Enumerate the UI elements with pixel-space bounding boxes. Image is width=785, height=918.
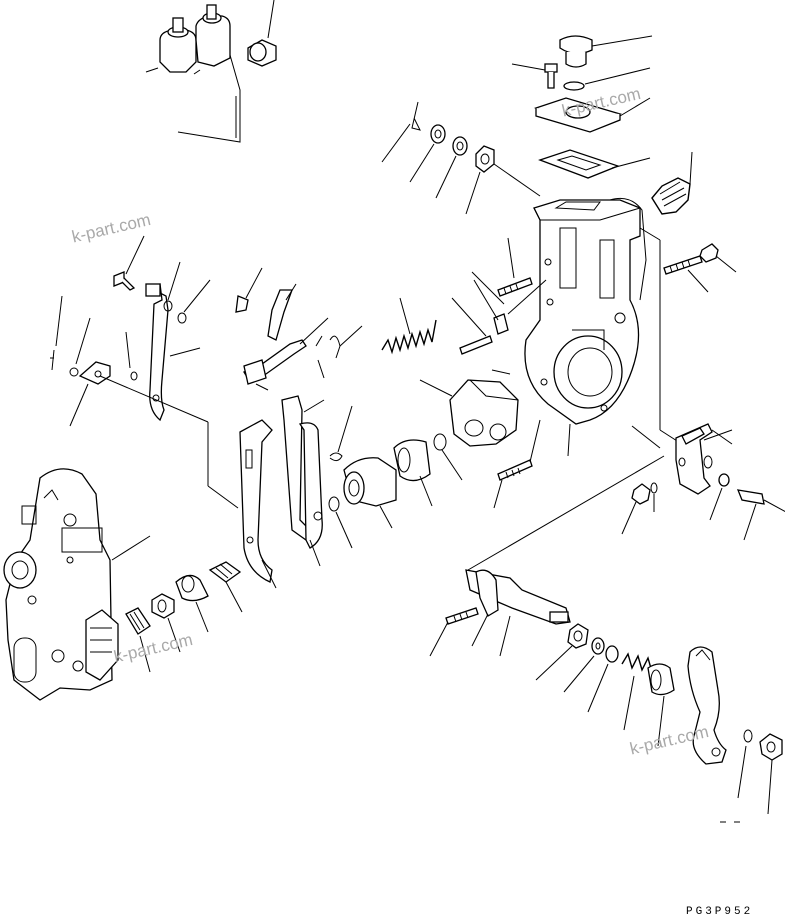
spring-right-part <box>651 151 693 215</box>
connector-part <box>243 359 269 391</box>
top-plug-part <box>559 35 653 68</box>
washers-top <box>381 101 541 215</box>
pin-part <box>315 325 363 379</box>
stud-right-part <box>663 243 737 293</box>
governor-weight-part <box>419 369 519 447</box>
housing-bolts <box>451 237 547 509</box>
shaft-washers <box>535 623 675 747</box>
long-spring-part <box>381 297 437 355</box>
lever-assembly-center <box>235 267 329 589</box>
pump-top-assembly <box>145 4 241 143</box>
bolt-lower-part <box>429 607 479 657</box>
o-ring-part <box>563 67 651 91</box>
adjust-screws <box>125 561 243 673</box>
cap-nut-part <box>247 0 277 67</box>
cover-plate-part <box>533 97 651 133</box>
drawing-code: PG3P952 <box>686 906 754 918</box>
right-bracket-part <box>675 423 733 495</box>
gasket-part <box>538 149 651 179</box>
pump-body-left <box>3 468 151 701</box>
lever-shaft-part <box>465 455 665 657</box>
sleeve-parts <box>328 405 463 549</box>
right-small-parts <box>621 473 785 541</box>
governor-housing-part <box>524 197 689 457</box>
small-bolt-part <box>511 63 558 89</box>
lever-assembly-left <box>50 235 239 509</box>
lower-lever-part <box>687 646 783 823</box>
